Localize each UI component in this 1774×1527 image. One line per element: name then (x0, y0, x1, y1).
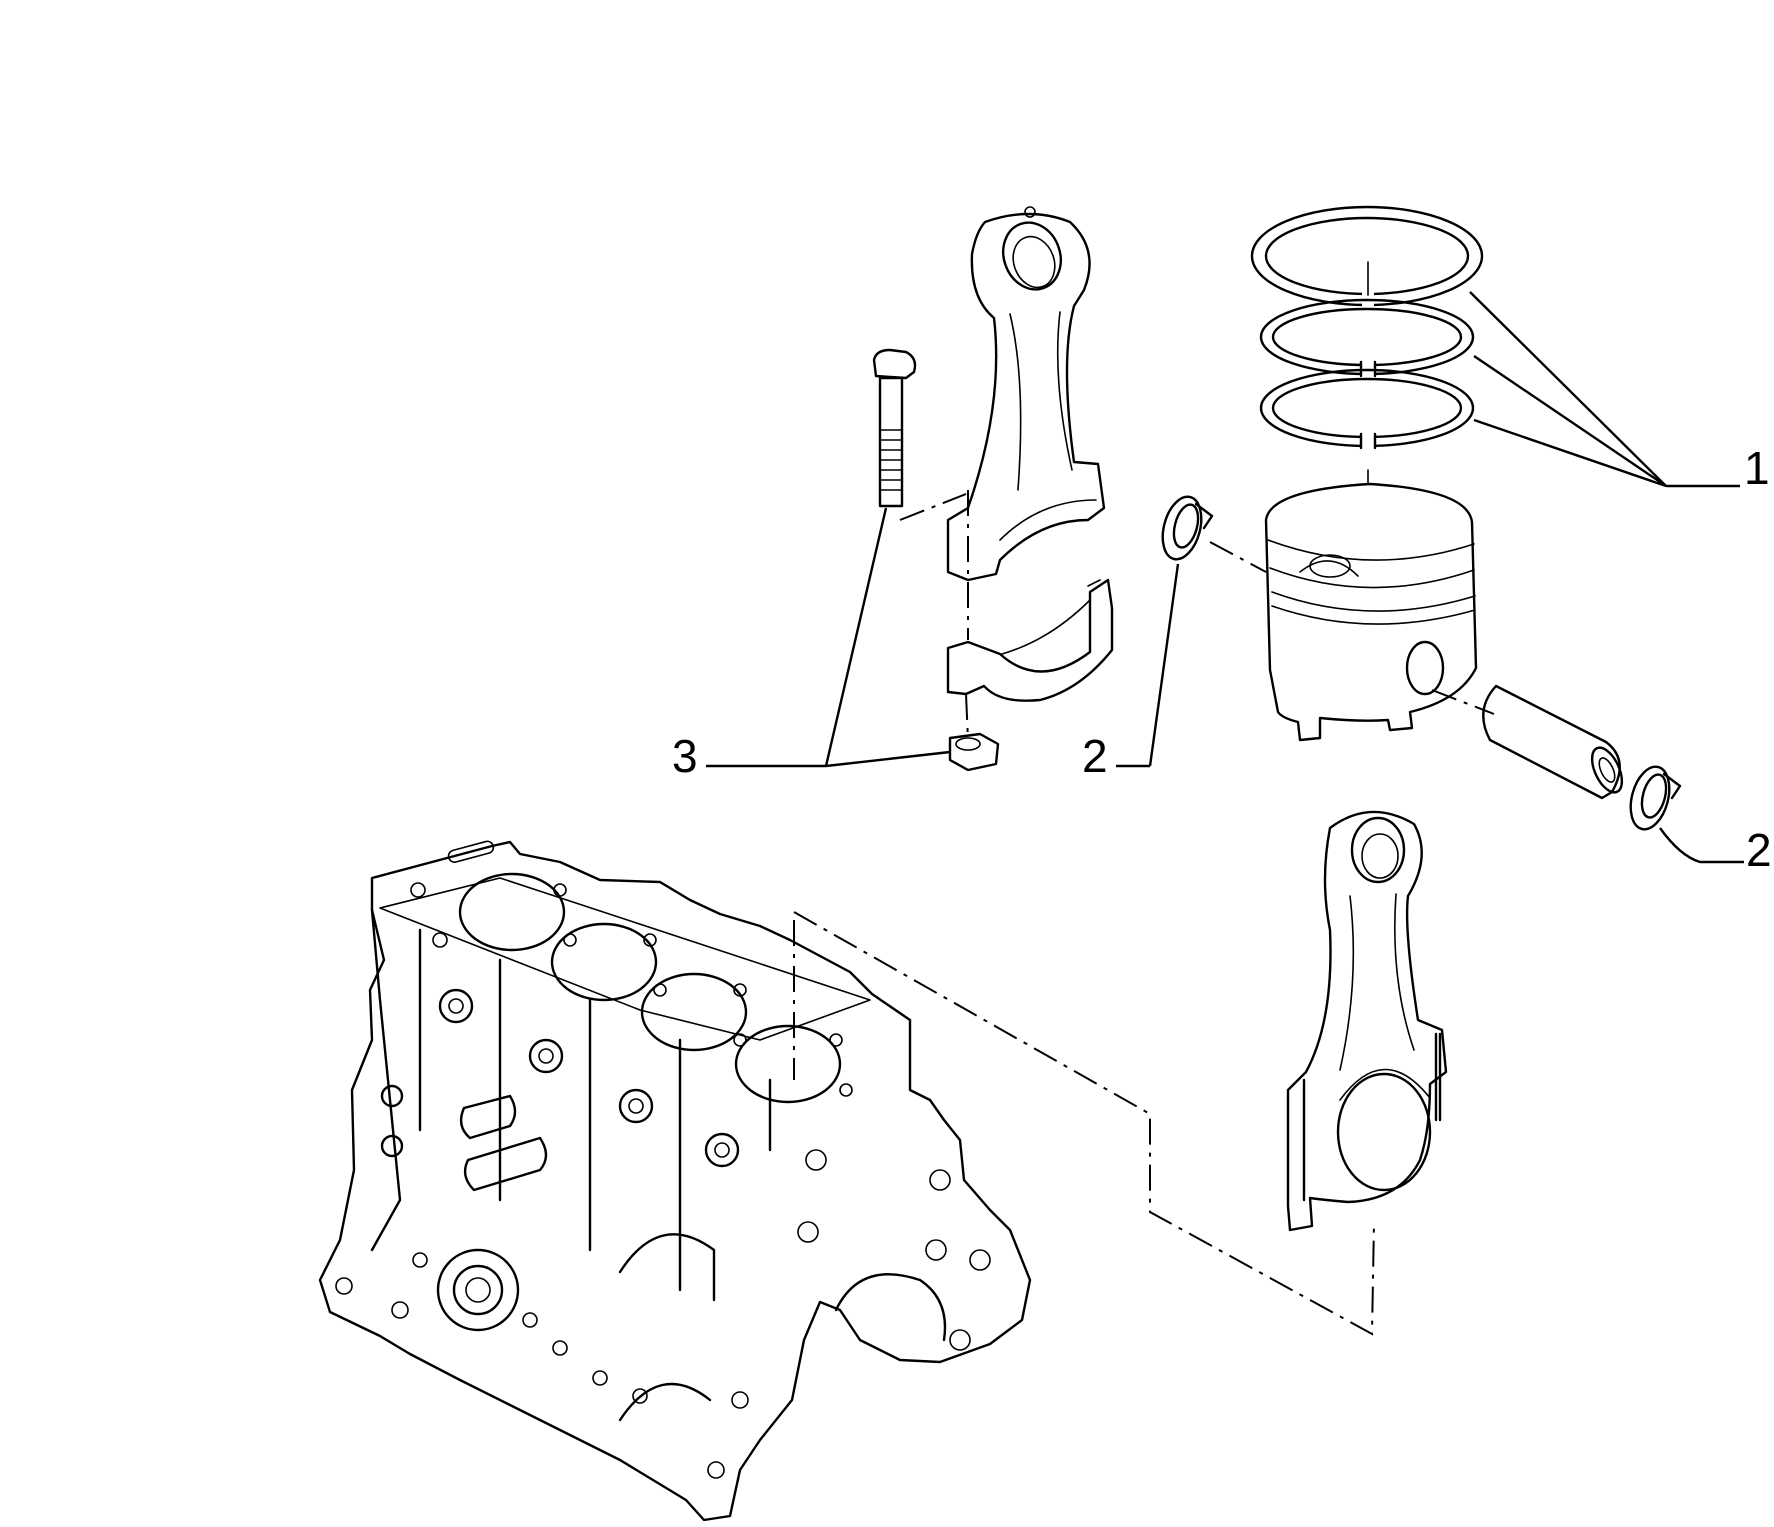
front-boss (335, 1248, 648, 1404)
piston-pin (1482, 684, 1624, 800)
connecting-rod-cap (946, 578, 1114, 702)
cylinder-bore-4 (734, 1024, 842, 1104)
callout-2-left: 2 (1082, 730, 1108, 782)
callout-3: 3 (672, 730, 698, 782)
connecting-rod-bolt (872, 348, 917, 508)
cylinder-bore-1 (458, 872, 566, 952)
leader-lines (706, 291, 1744, 864)
engine-block (318, 840, 1032, 1522)
piston (1264, 482, 1478, 742)
connecting-rod-upper (946, 206, 1106, 582)
circlip-left (1161, 495, 1214, 561)
circlip-right (1629, 765, 1682, 831)
piston-ring-middle (1259, 298, 1475, 378)
connecting-rod-assembled (1286, 810, 1448, 1232)
connecting-rod-nut (948, 732, 1000, 772)
block-bosses (380, 988, 740, 1168)
cylinder-bores (458, 872, 842, 1104)
callout-1: 1 (1744, 442, 1770, 494)
piston-ring-top (1250, 205, 1484, 310)
cylinder-bore-2 (550, 922, 658, 1002)
callout-2-right: 2 (1746, 824, 1772, 876)
piston-rings (1250, 205, 1484, 526)
deck-holes (410, 840, 853, 1097)
cylinder-bore-3 (640, 972, 748, 1052)
piston-ring-bottom (1259, 368, 1475, 450)
